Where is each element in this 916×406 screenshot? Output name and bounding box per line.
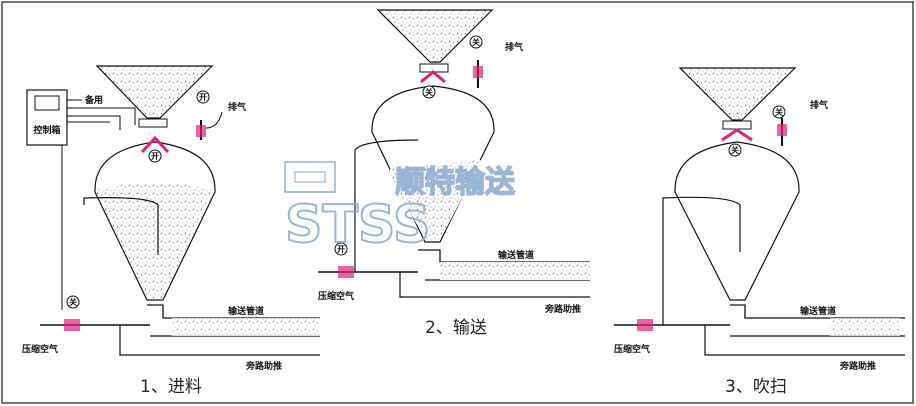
close-badge-1: [66, 295, 80, 309]
compressed-air-label-2: 压缩空气: [318, 290, 354, 302]
open-badge-1: [148, 149, 162, 163]
material-fill-2: [385, 160, 482, 240]
open-badge-text-1: 开: [151, 152, 159, 161]
close-badge-inlet-text-3: 关: [731, 145, 739, 155]
open-badge-text-2: 开: [337, 245, 345, 254]
pipe-material-3: [830, 318, 900, 336]
close-badge-exhaust-2: [469, 35, 483, 49]
material-fill-1: [97, 183, 213, 298]
pipe-label-3: 输送管道: [800, 305, 836, 317]
aeration-pipe-1: [83, 197, 159, 255]
exhaust-valve-1: [196, 125, 206, 137]
feed-neck-3: [722, 120, 752, 130]
close-badge-inlet-text-2: 关: [425, 87, 433, 97]
pipe-material-1: [172, 318, 320, 336]
bypass-line-3: [704, 325, 905, 356]
control-wires-1: [67, 99, 136, 130]
inlet-valve-3: [721, 128, 753, 142]
bypass-label-3: 旁路助推: [839, 360, 876, 372]
compressed-air-label-1: 压缩空气: [22, 343, 58, 355]
bypass-line-1: [119, 325, 320, 356]
open-badge-2: [334, 242, 348, 256]
feed-neck-1: [138, 118, 168, 128]
close-badge-exhaust-text-3: 关: [775, 107, 783, 117]
open-badge-exhaust-1: [196, 90, 210, 104]
aeration-pipe-2: [354, 139, 419, 160]
exhaust-valve-2: [473, 66, 483, 78]
panel-1-feeding: 开 开 排气 控制箱 备用 关 压缩空气 输送管道 旁路助推 1、进料: [22, 65, 320, 397]
pipe-label-1: 输送管道: [228, 305, 264, 317]
inlet-valve-1: [140, 135, 170, 154]
control-box-screen: [34, 95, 60, 111]
open-badge-exhaust-text-1: 开: [199, 93, 207, 102]
close-badge-inlet-2: [422, 85, 436, 99]
air-valve-2: [338, 266, 354, 278]
aeration-pipe-3: [662, 196, 741, 252]
air-valve-1: [64, 319, 80, 331]
panel-3-purging: 关 关 排气 压缩空气 输送管道 旁路助推 3、吹扫: [614, 67, 905, 397]
bypass-line-2: [399, 272, 590, 298]
caption-3: 3、吹扫: [725, 377, 787, 397]
bypass-label-2: 旁路助推: [544, 303, 581, 315]
pipe-material-2: [440, 262, 590, 280]
exhaust-valve-3: [777, 124, 787, 136]
vessel-2: [371, 85, 495, 243]
watermark: 顺特输送 STSS: [284, 161, 516, 256]
panel-2-conveying: 关 关 排气 开 压缩空气 输送管道 旁路助推 2、输送: [318, 9, 590, 338]
exhaust-bend-1: [205, 111, 223, 129]
spare-label: 备用: [84, 94, 103, 106]
control-box: [26, 89, 68, 146]
compressed-air-label-3: 压缩空气: [614, 343, 650, 355]
control-box-label: 控制箱: [33, 124, 60, 136]
watermark-logo-inner: [294, 171, 326, 183]
close-badge-exhaust-3: [772, 105, 786, 119]
feed-neck-2: [419, 63, 449, 73]
close-badge-exhaust-text-2: 关: [472, 37, 480, 47]
close-badge-text-1: 关: [69, 297, 77, 307]
inlet-valve-2: [420, 70, 446, 84]
exhaust-label-3: 排气: [810, 99, 828, 111]
watermark-brand-en: STSS: [285, 195, 431, 255]
pipe-label-2: 输送管道: [498, 249, 534, 261]
vessel-3: [674, 141, 800, 301]
exhaust-label-1: 排气: [228, 101, 246, 113]
hopper-1: [95, 65, 214, 119]
hopper-3: [678, 67, 797, 121]
hopper-2: [376, 9, 494, 63]
caption-1: 1、进料: [140, 377, 202, 397]
watermark-logo-box: [284, 161, 336, 193]
air-valve-3: [637, 319, 653, 331]
exhaust-label-2: 排气: [505, 41, 523, 53]
bypass-label-1: 旁路助推: [245, 360, 282, 372]
caption-2: 2、输送: [425, 318, 487, 338]
watermark-brand-cn: 顺特输送: [395, 165, 515, 200]
close-badge-inlet-3: [728, 143, 742, 157]
